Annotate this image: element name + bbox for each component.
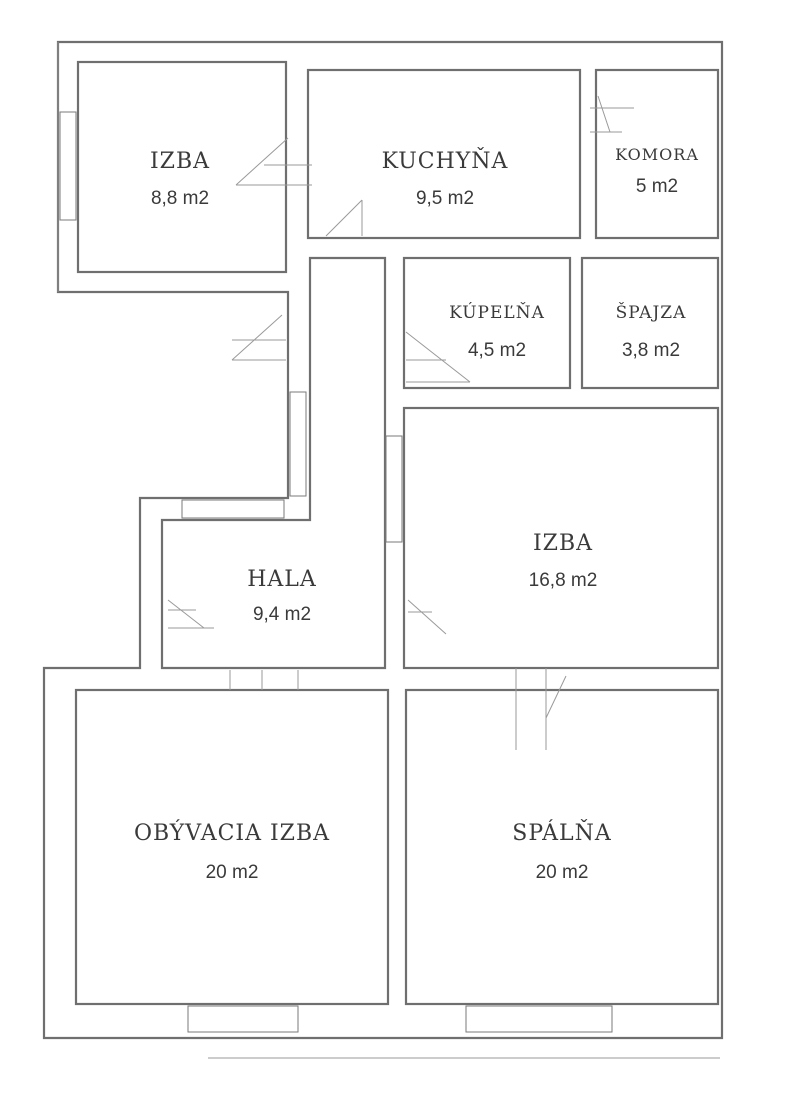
room-outline-izba-large: [402, 406, 720, 670]
window-middle-wall: [385, 435, 403, 543]
window-hala-corridor: [289, 391, 307, 497]
room-label-izba-small: IZBA 8,8 m2: [150, 149, 210, 209]
room-name: KOMORA: [615, 145, 699, 164]
room-area: 20 m2: [536, 862, 589, 883]
room-outline-komora: [594, 68, 720, 240]
window-bottom-left: [187, 1005, 299, 1033]
room-label-spalna: SPÁLŇA 20 m2: [512, 818, 612, 883]
room-area: 9,4 m2: [253, 604, 311, 625]
room-label-izba-large: IZBA 16,8 m2: [529, 531, 598, 591]
room-name: IZBA: [533, 531, 593, 556]
window-hala-top: [181, 499, 285, 519]
room-label-kupelna: KÚPEĽŇA 4,5 m2: [449, 302, 545, 361]
room-outline-hala: [160, 256, 387, 670]
room-outline-obyvacia: [74, 688, 390, 1006]
room-label-spajza: ŠPAJZA 3,8 m2: [616, 302, 687, 361]
room-name: KUCHYŇA: [382, 146, 509, 174]
room-area: 4,5 m2: [468, 340, 526, 361]
door-marks: [167, 95, 720, 1059]
window-left-small-room: [59, 111, 77, 221]
room-outline-kuchyna: [306, 68, 582, 240]
room-outline-spajza: [580, 256, 720, 390]
outer-walls: [42, 40, 724, 1040]
room-name: HALA: [247, 567, 317, 592]
room-label-komora: KOMORA 5 m2: [615, 145, 699, 197]
room-name: ŠPAJZA: [616, 302, 687, 323]
room-area: 9,5 m2: [416, 188, 474, 209]
room-name: OBÝVACIA IZBA: [134, 819, 330, 846]
room-outline-spalna: [404, 688, 720, 1006]
room-area: 20 m2: [206, 862, 259, 883]
room-area: 8,8 m2: [151, 188, 209, 209]
room-area: 3,8 m2: [622, 340, 680, 361]
room-label-kuchyna: KUCHYŇA 9,5 m2: [382, 146, 509, 209]
room-name: IZBA: [150, 149, 210, 174]
room-outlines: [74, 60, 720, 1006]
window-bottom-right: [465, 1005, 613, 1033]
room-outline-izba-small: [76, 60, 288, 274]
room-outline-kupelna: [402, 256, 572, 390]
room-name: SPÁLŇA: [512, 818, 612, 846]
room-area: 5 m2: [636, 176, 678, 197]
room-label-obyvacia: OBÝVACIA IZBA 20 m2: [134, 819, 330, 883]
windows: [59, 111, 613, 1033]
room-area: 16,8 m2: [529, 570, 598, 591]
room-label-hala: HALA 9,4 m2: [247, 567, 317, 625]
room-name: KÚPEĽŇA: [449, 302, 545, 323]
